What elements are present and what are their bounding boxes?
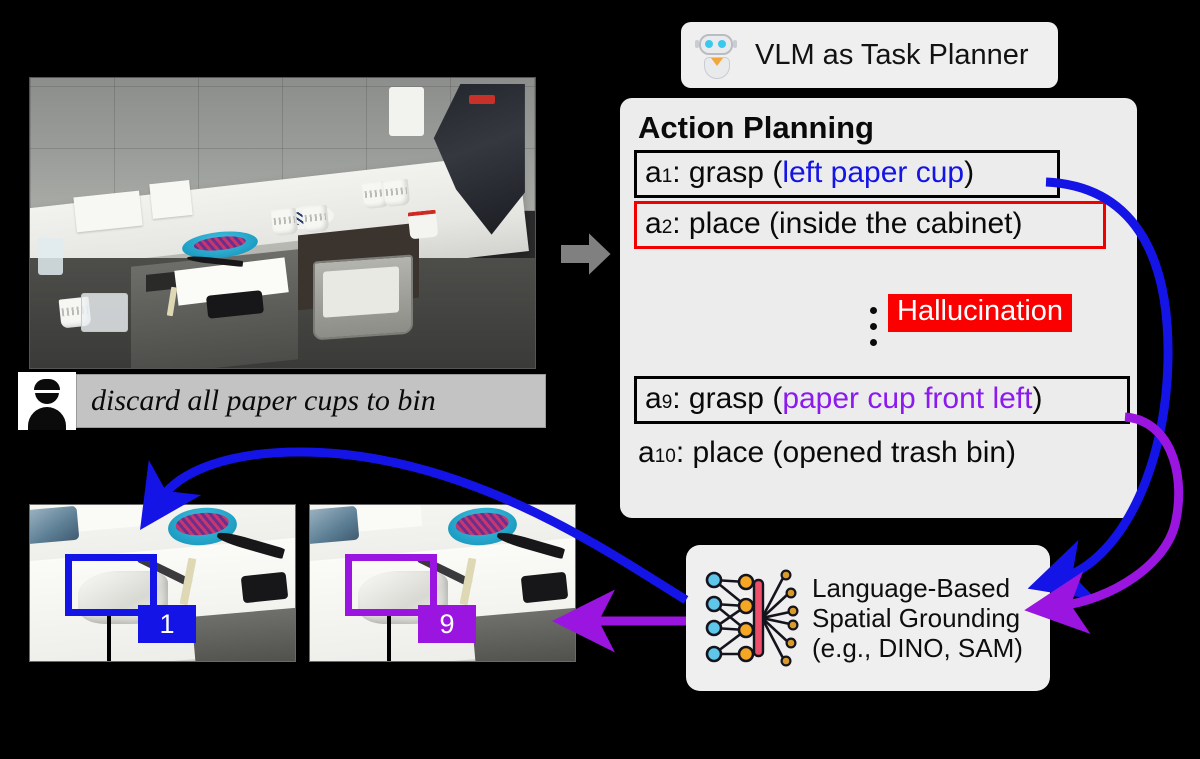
vlm-header-pill: VLM as Task Planner [681,22,1058,88]
grounding-line-1: Language-Based [812,572,1011,603]
robot-indicator [469,95,495,105]
action-id: a [645,156,662,189]
instruction-row: discard all paper cups to bin [18,372,548,430]
red-mug [407,210,438,240]
paper-cup [271,207,299,236]
action-argument: left paper cup [782,156,965,189]
instruction-text: discard all paper cups to bin [91,384,436,417]
grounding-line-3: (e.g., DINO, SAM) [812,633,1023,664]
vertical-ellipsis-icon [870,307,877,346]
scene-photo [30,78,535,368]
vlm-header-title: VLM as Task Planner [755,38,1029,71]
action-id: a [645,207,662,240]
napkin-box [149,180,194,220]
cup-dispenser [388,86,424,136]
bounding-box-1: 1 [65,554,196,643]
action-verb: : grasp ( [672,382,783,415]
bottle [37,237,63,276]
napkin-stack [73,190,143,233]
trash-bin-contents [322,266,399,319]
action-index: 10 [654,446,676,467]
action-verb: : place (opened trash bin) [675,436,1017,469]
neural-network-icon [700,562,806,674]
instruction-band: discard all paper cups to bin [76,374,546,428]
glass-jug [80,292,128,333]
action-verb: : place (inside the cabinet) [672,207,1023,240]
action-id: a [638,436,655,469]
action-verb: : grasp ( [672,156,783,189]
robot-icon [695,30,737,80]
action-close: ) [964,156,975,189]
grounding-text: Language-Based Spatial Grounding (e.g., … [812,573,1023,663]
bounding-box-label: 1 [138,605,196,643]
status-badge-hallucination: Hallucination [888,294,1073,332]
bounding-box-9: 9 [345,554,476,643]
paper-cup [382,178,411,207]
action-index: 1 [661,166,673,187]
action-close: ) [1032,382,1043,415]
bounding-box-label: 9 [418,605,476,643]
action-id: a [645,382,662,415]
result-photo-2: 9 [310,505,575,661]
bounding-box-stem [387,616,391,661]
action-index: 9 [661,392,673,413]
grounding-module-box: Language-Based Spatial Grounding (e.g., … [686,545,1050,691]
gray-right-arrow-icon [558,228,614,280]
action-argument: paper cup front left [782,382,1033,415]
page-title: Action Planning [638,110,874,145]
bounding-box-stem [107,616,111,661]
paper-cup [301,204,330,233]
result-photo-1: 1 [30,505,295,661]
grounding-line-2: Spatial Grounding [812,602,1021,633]
action-index: 2 [661,217,673,238]
user-avatar-icon [18,372,76,430]
